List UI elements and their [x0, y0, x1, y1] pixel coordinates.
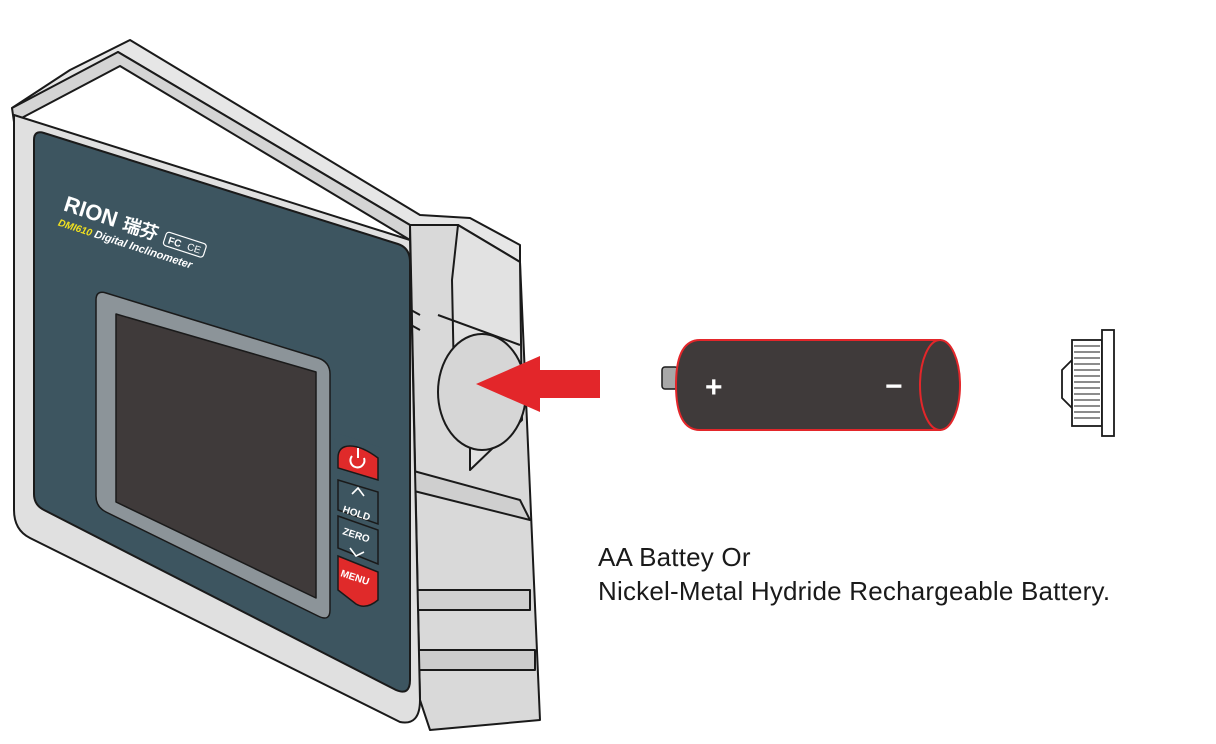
fc-mark: [162, 231, 207, 258]
svg-text:CE: CE: [186, 242, 203, 257]
aa-battery: + −: [661, 339, 961, 431]
device-buttons: HOLD ZERO MENU: [337, 445, 379, 607]
positive-symbol: +: [705, 371, 723, 404]
battery-caption: AA Battey Or Nickel-Metal Hydride Rechar…: [598, 540, 1110, 608]
caption-line-1: AA Battey Or: [598, 542, 751, 572]
insert-arrow-icon: [476, 356, 600, 412]
zero-button[interactable]: ZERO: [337, 514, 379, 566]
inclinometer-device: [11, 39, 541, 731]
negative-symbol: −: [885, 370, 903, 403]
power-button[interactable]: [337, 445, 379, 482]
chevron-down-icon: [349, 547, 365, 558]
svg-text:FC: FC: [166, 236, 182, 251]
hold-button[interactable]: HOLD: [337, 478, 379, 526]
chevron-up-icon: [351, 486, 365, 497]
thread-lines: [1074, 345, 1100, 419]
power-icon: [349, 448, 366, 469]
caption-line-2: Nickel-Metal Hydride Rechargeable Batter…: [598, 576, 1111, 606]
battery-cap: [1061, 329, 1115, 437]
menu-button[interactable]: MENU: [337, 554, 379, 607]
